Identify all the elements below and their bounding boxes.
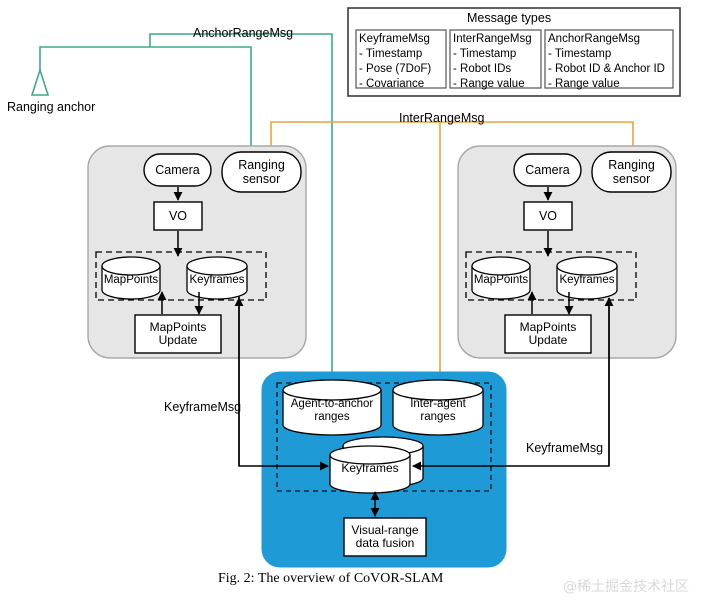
agent-right-mappoints-cylinder	[471, 256, 531, 300]
anchor-range-msg-label: AnchorRangeMsg	[193, 26, 294, 40]
ranging-anchor-label: Ranging anchor	[7, 100, 96, 114]
anchor-range-line-left	[39, 46, 252, 152]
agent-left-mappoints-cylinder	[101, 256, 161, 300]
message-box-anchorrangemsg	[544, 29, 674, 89]
agent-right-mappoints-update-node	[504, 314, 592, 354]
inter-range-line	[270, 121, 634, 152]
agent-left-keyframes-cylinder	[186, 256, 248, 300]
agent-left-camera-node	[143, 153, 212, 187]
agent-right-keyframes-cylinder	[556, 256, 618, 300]
agent-right-ranging-sensor-node	[591, 151, 672, 193]
agent-right-camera-node	[513, 153, 582, 187]
server-inter-agent-cylinder	[392, 379, 484, 436]
server-fusion-node	[343, 517, 427, 557]
message-box-keyframemsg-fields: - Timestamp - Pose (7DoF) - Covariance	[359, 48, 432, 91]
keyframe-msg-label-left: KeyframeMsg	[164, 400, 242, 414]
message-box-keyframemsg	[355, 29, 447, 89]
agent-right-vo-node	[523, 201, 573, 231]
agent-left-ranging-sensor-node	[221, 151, 302, 193]
message-box-interrangemsg-name: InterRangeMsg	[453, 33, 532, 45]
message-box-interrangemsg	[449, 29, 542, 89]
server-dashed-box	[276, 382, 492, 492]
ranging-anchor-triangle	[30, 67, 50, 96]
message-types-title: Message types	[467, 11, 552, 25]
figure-caption: Fig. 2: The overview of CoVOR-SLAM	[218, 571, 444, 586]
anchor-range-line-server	[149, 33, 333, 380]
watermark: @稀土掘金技术社区	[563, 579, 689, 595]
message-box-anchorrangemsg-name: AnchorRangeMsg	[548, 33, 641, 45]
message-box-anchorrangemsg-fields: - Timestamp - Robot ID & Anchor ID - Ran…	[548, 48, 665, 91]
keyframe-msg-label-right: KeyframeMsg	[526, 441, 604, 455]
agent-left-vo-node	[153, 201, 203, 231]
server-keyframes-cylinder	[329, 436, 424, 494]
message-box-keyframemsg-name: KeyframeMsg	[359, 33, 430, 45]
inter-range-msg-label: InterRangeMsg	[399, 111, 485, 125]
agent-left-mappoints-update-node	[134, 314, 222, 354]
server-agent-to-anchor-cylinder	[282, 379, 382, 436]
message-box-interrangemsg-fields: - Timestamp - Robot IDs - Range value	[453, 48, 525, 91]
